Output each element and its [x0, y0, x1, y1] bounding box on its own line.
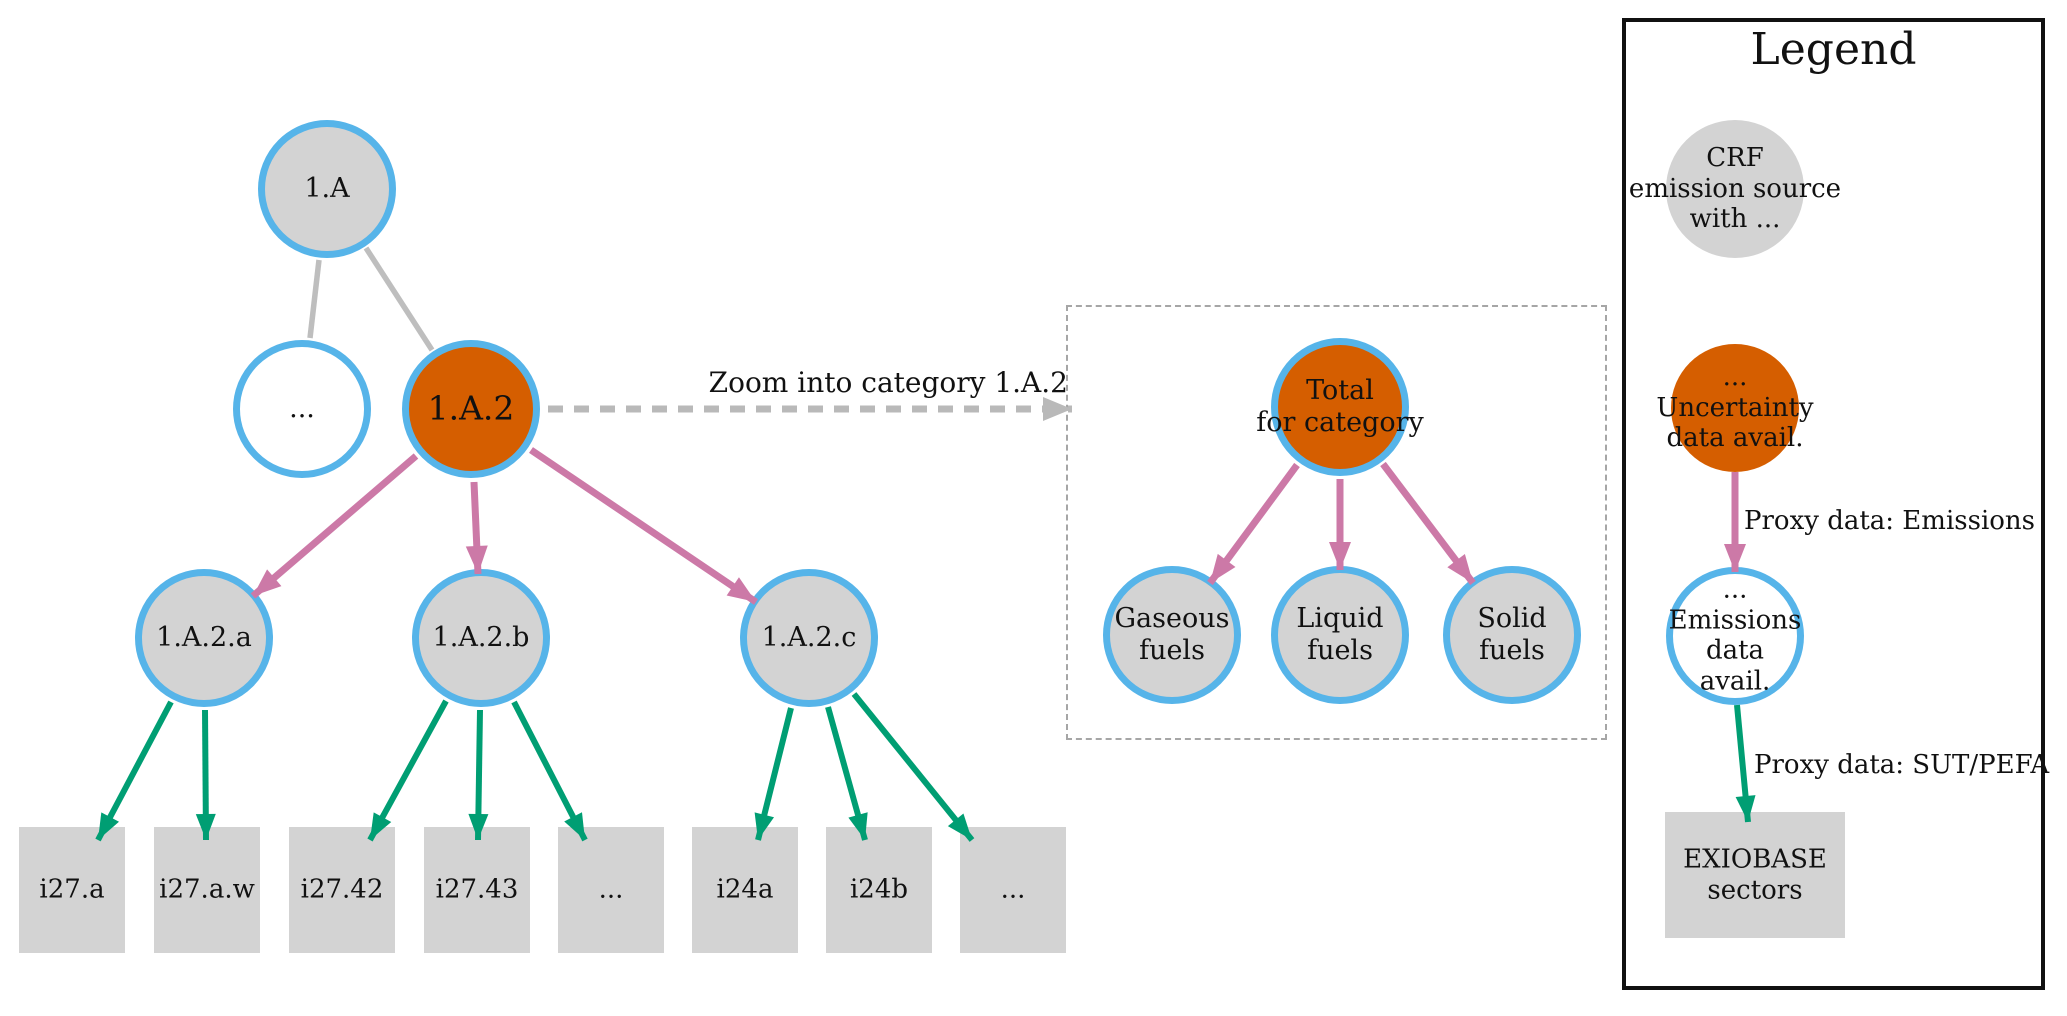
- node-ellipsis: ...: [233, 340, 371, 478]
- node-1a2c: 1.A.2.c: [740, 569, 878, 707]
- arrow-1a2-to-1a2a: [250, 453, 419, 599]
- node-1a-label: 1.A: [304, 173, 350, 205]
- node-liquid-fuels: Liquid fuels: [1271, 566, 1409, 704]
- node-solid-label: Solid fuels: [1477, 603, 1547, 666]
- sector-box-label: i24b: [849, 874, 909, 905]
- edge-1a-to-ellipsis: [307, 259, 322, 339]
- legend-emissions-label: ... Emissions data avail.: [1668, 574, 1802, 697]
- sector-box-i27a: i27.a: [19, 827, 125, 953]
- legend-title: Legend: [1750, 24, 1917, 75]
- sector-box-ellipsis-2: ...: [960, 827, 1066, 953]
- arrow-1a2c-to-ellipsis: [851, 692, 975, 842]
- arrow-1a2-to-1a2b: [465, 481, 488, 575]
- sector-box-label: i27.a.w: [159, 874, 255, 905]
- legend-uncertainty-label: ... Uncertainty data avail.: [1656, 361, 1814, 454]
- node-1a2a-label: 1.A.2.a: [156, 622, 252, 654]
- node-1a2b-label: 1.A.2.b: [432, 622, 530, 654]
- sector-box-i24a: i24a: [692, 827, 798, 953]
- arrow-1a2b-to-ellipsis: [511, 700, 588, 842]
- legend-uncertainty-node: ... Uncertainty data avail.: [1656, 344, 1814, 472]
- sector-box-label: ...: [598, 874, 624, 905]
- sector-box-label: i27.42: [300, 874, 384, 905]
- node-1a2c-label: 1.A.2.c: [761, 622, 857, 654]
- arrow-1a2a-to-i27a: [95, 700, 174, 842]
- arrow-1a2b-to-i2742: [367, 699, 449, 842]
- node-gaseous-label: Gaseous fuels: [1114, 603, 1230, 666]
- legend-emissions-node: ... Emissions data avail.: [1666, 567, 1804, 705]
- legend-box: [1622, 18, 2045, 990]
- legend-exiobase-box: EXIOBASE sectors: [1665, 812, 1845, 938]
- edge-1a-to-1a2: [363, 246, 435, 352]
- arrow-1a2b-to-i2743: [468, 709, 489, 841]
- sector-box-label: ...: [1000, 874, 1026, 905]
- zoom-annotation-label: Zoom into category 1.A.2: [708, 366, 1068, 399]
- sector-box-i27aw: i27.a.w: [154, 827, 260, 953]
- arrow-1a2c-to-i24b: [825, 706, 868, 841]
- sector-box-i24b: i24b: [826, 827, 932, 953]
- node-1a2-label: 1.A.2: [427, 388, 515, 428]
- node-total-for-category: Total for category: [1256, 338, 1424, 476]
- node-total-label: Total for category: [1256, 375, 1424, 438]
- sector-box-ellipsis-1: ...: [558, 827, 664, 953]
- arrow-1a2a-to-i27aw: [195, 709, 216, 841]
- legend-crf-node: CRF emission source with ...: [1629, 120, 1841, 258]
- node-1a2: 1.A.2: [402, 340, 540, 478]
- sector-box-label: i27.a: [39, 874, 105, 905]
- zoom-detail-dashed-box: [1066, 305, 1607, 740]
- node-ellipsis-label: ...: [289, 393, 315, 425]
- legend-proxy-emissions-label: Proxy data: Emissions: [1744, 506, 2036, 536]
- legend-proxy-sut-label: Proxy data: SUT/PEFA: [1754, 750, 2050, 780]
- node-1a2a: 1.A.2.a: [135, 569, 273, 707]
- node-gaseous-fuels: Gaseous fuels: [1103, 566, 1241, 704]
- node-liquid-label: Liquid fuels: [1296, 603, 1384, 666]
- sector-box-i2742: i27.42: [289, 827, 395, 953]
- sector-box-label: i24a: [716, 874, 774, 905]
- sector-box-i2743: i27.43: [424, 827, 530, 953]
- legend-exiobase-label: EXIOBASE sectors: [1683, 844, 1827, 905]
- sector-box-label: i27.43: [435, 874, 519, 905]
- arrow-1a2c-to-i24a: [754, 707, 794, 841]
- node-1a: 1.A: [258, 120, 396, 258]
- node-1a2b: 1.A.2.b: [412, 569, 550, 707]
- node-solid-fuels: Solid fuels: [1443, 566, 1581, 704]
- arrow-1a2-to-1a2c: [529, 447, 758, 605]
